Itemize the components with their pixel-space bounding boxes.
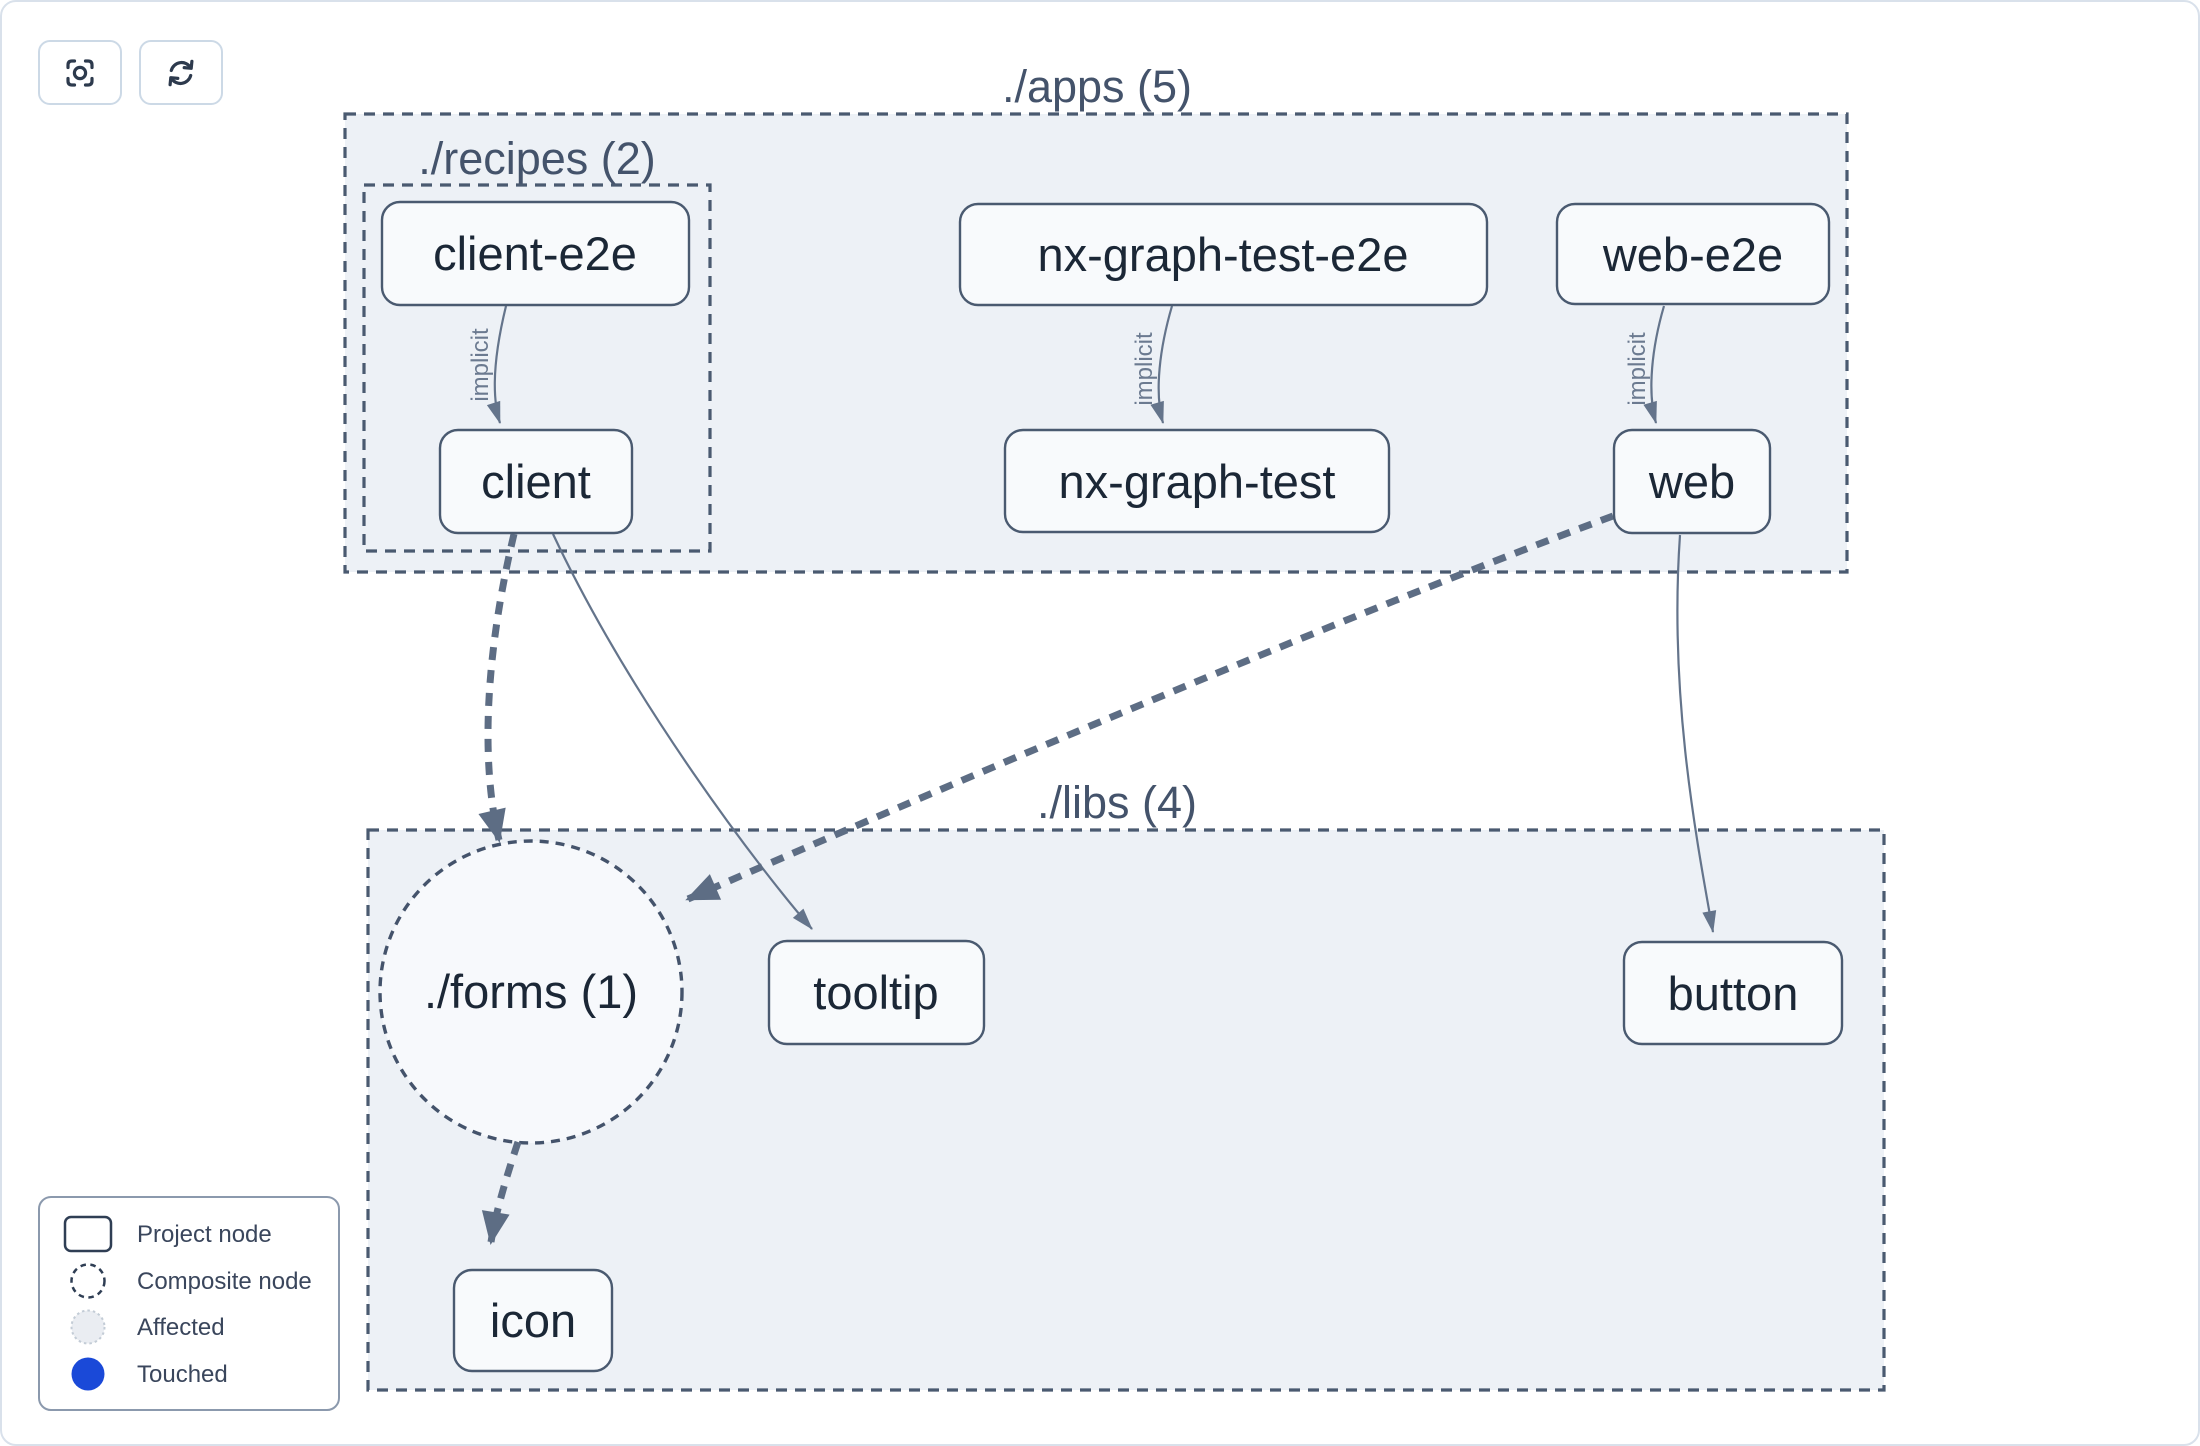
legend-item-project-node: Project node bbox=[63, 1215, 272, 1253]
legend-item-label: Composite node bbox=[137, 1268, 312, 1295]
edge-nx-graph-test-e2e-nx-graph-test bbox=[1150, 305, 1174, 424]
node-tooltip-label: tooltip bbox=[813, 966, 938, 1019]
focus-button[interactable] bbox=[38, 40, 122, 105]
legend-item-label: Touched bbox=[137, 1361, 228, 1388]
legend-item-affected: Affected bbox=[70, 1309, 225, 1345]
composite-node-forms[interactable] bbox=[378, 839, 684, 1145]
node-nx-graph-test-e2e-label: nx-graph-test-e2e bbox=[1038, 228, 1409, 281]
node-button[interactable]: button bbox=[1622, 940, 1844, 1046]
edge-label-implicit: implicit bbox=[1131, 332, 1158, 406]
composite-node-icon bbox=[70, 1263, 106, 1299]
edge-client-forms bbox=[478, 533, 518, 843]
node-nx-graph-test-e2e[interactable]: nx-graph-test-e2e bbox=[958, 202, 1489, 307]
edge-forms-icon bbox=[481, 1140, 522, 1245]
edge-client-tooltip bbox=[552, 533, 813, 930]
node-tooltip[interactable]: tooltip bbox=[767, 939, 986, 1046]
touched-icon bbox=[71, 1357, 105, 1391]
node-icon[interactable]: icon bbox=[452, 1268, 614, 1373]
edge-web-e2e-web bbox=[1643, 305, 1666, 424]
node-nx-graph-test[interactable]: nx-graph-test bbox=[1003, 428, 1391, 534]
edge-label-implicit: implicit bbox=[1624, 332, 1651, 406]
legend-item-label: Affected bbox=[137, 1314, 225, 1341]
node-client[interactable]: client bbox=[438, 428, 634, 535]
node-client-e2e-label: client-e2e bbox=[433, 227, 637, 280]
composite-node-forms-label: ./forms (1) bbox=[424, 965, 638, 1018]
node-nx-graph-test-label: nx-graph-test bbox=[1059, 455, 1336, 508]
cluster-libs-label: ./libs (4) bbox=[1037, 777, 1197, 828]
refresh-icon bbox=[168, 59, 194, 86]
node-button-label: button bbox=[1668, 967, 1799, 1020]
edge-label-implicit: implicit bbox=[467, 328, 494, 402]
node-web-e2e-label: web-e2e bbox=[1602, 228, 1783, 281]
legend: Project node Composite node Affected Tou… bbox=[38, 1196, 340, 1411]
node-client-e2e[interactable]: client-e2e bbox=[380, 200, 691, 307]
legend-item-composite-node: Composite node bbox=[70, 1263, 312, 1299]
graph-toolbar bbox=[38, 40, 223, 105]
focus-icon bbox=[66, 58, 94, 87]
node-web-e2e[interactable]: web-e2e bbox=[1555, 202, 1831, 306]
project-node-icon bbox=[63, 1215, 113, 1253]
affected-icon bbox=[70, 1309, 106, 1345]
cluster-apps-label: ./apps (5) bbox=[1002, 61, 1192, 112]
node-web-label: web bbox=[1648, 455, 1735, 508]
refresh-button[interactable] bbox=[139, 40, 223, 105]
cluster-recipes-label: ./recipes (2) bbox=[418, 133, 656, 184]
edge-web-button bbox=[1676, 534, 1717, 933]
node-web[interactable]: web bbox=[1612, 428, 1772, 535]
node-client-label: client bbox=[481, 455, 591, 508]
node-icon-label: icon bbox=[490, 1294, 576, 1347]
legend-item-label: Project node bbox=[137, 1221, 272, 1248]
edge-client-e2e-client bbox=[486, 305, 508, 424]
legend-item-touched: Touched bbox=[71, 1357, 228, 1391]
